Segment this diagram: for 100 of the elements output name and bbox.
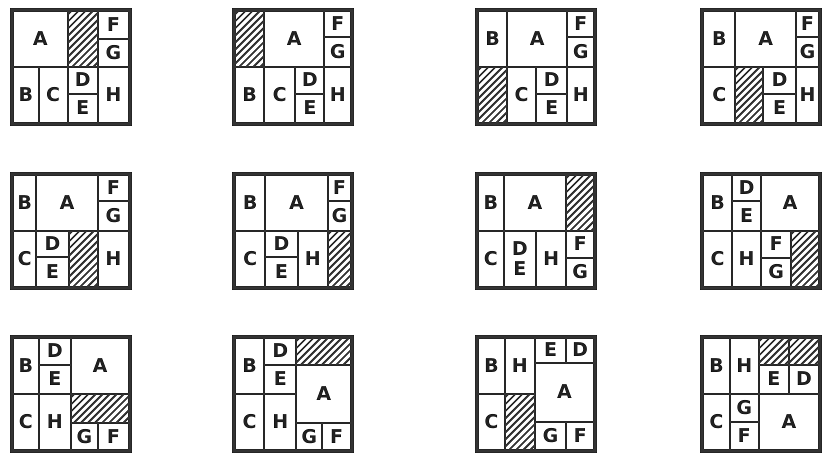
room-letter: D: [738, 178, 754, 198]
plan-frame: [475, 335, 597, 453]
room-letter: H: [736, 356, 752, 376]
room-letter: D: [544, 70, 560, 90]
room-letter: A: [557, 382, 572, 402]
room: [234, 393, 265, 451]
room-letter: G: [106, 206, 122, 226]
room: [565, 337, 595, 364]
room-letter: B: [709, 356, 724, 376]
room-letter: G: [106, 43, 122, 63]
room-letter: D: [302, 70, 318, 90]
room-letter: E: [76, 98, 90, 118]
room-letter: G: [572, 42, 588, 62]
room-letter: F: [574, 234, 587, 254]
room-letter: A: [758, 29, 773, 49]
room-letter: E: [274, 262, 288, 282]
room-letter: B: [18, 356, 33, 376]
room-letter: D: [44, 234, 60, 254]
room-letter: H: [46, 412, 63, 432]
room-letter: B: [18, 85, 33, 105]
room-letter: E: [740, 206, 753, 226]
room-letter: A: [92, 356, 108, 376]
room: [758, 393, 820, 451]
room-letter: B: [712, 29, 726, 49]
room-letter: C: [243, 249, 258, 269]
room-letter: B: [17, 193, 32, 213]
room-letter: E: [46, 262, 59, 282]
room: [565, 421, 595, 451]
room-letter: D: [74, 70, 90, 90]
plan-frame: [232, 8, 354, 126]
plan-frame: [10, 172, 132, 290]
room-letter: H: [272, 412, 288, 432]
room-letter: F: [106, 178, 120, 198]
room: [234, 230, 266, 288]
room-letter: H: [330, 85, 346, 105]
room-letter: B: [242, 85, 257, 105]
room-letter: G: [800, 42, 816, 62]
room-letter: D: [796, 369, 812, 390]
room: [234, 66, 265, 124]
room: [477, 337, 506, 395]
room: [12, 10, 69, 68]
room: [702, 393, 731, 451]
room-letter: B: [710, 193, 725, 213]
room-letter: A: [32, 29, 48, 49]
room-letter: G: [542, 426, 558, 446]
room-letter: G: [736, 398, 752, 418]
room-letter: B: [484, 193, 498, 213]
room-letter: A: [781, 412, 796, 432]
hatched-area: [788, 337, 820, 366]
room: [702, 230, 733, 288]
room-letter: F: [738, 426, 751, 446]
room-letter: B: [242, 356, 257, 376]
room-letter: C: [484, 412, 498, 432]
room: [323, 66, 352, 124]
room: [702, 66, 736, 124]
room: [702, 337, 731, 395]
plan-frame: [232, 335, 354, 453]
room-letter: D: [572, 340, 588, 360]
room-letter: C: [514, 85, 528, 105]
room-letter: B: [485, 29, 500, 49]
plan-frame: [475, 172, 597, 290]
room-letter: A: [286, 29, 302, 49]
room-letter: F: [106, 426, 120, 447]
room-letter: C: [484, 249, 498, 269]
room: [477, 393, 506, 451]
hatched-area: [234, 10, 265, 68]
room-letter: H: [105, 85, 122, 105]
room-letter: C: [46, 85, 60, 105]
hatched-area: [66, 10, 99, 68]
room-letter: E: [544, 340, 557, 360]
room-letter: E: [274, 369, 287, 390]
room-letter: C: [272, 85, 287, 105]
room-letter: A: [782, 193, 798, 213]
room-letter: C: [18, 249, 32, 269]
room-letter: G: [330, 42, 346, 62]
room-letter: H: [738, 249, 754, 269]
hatched-area: [68, 230, 99, 288]
room-letter: E: [303, 98, 316, 118]
room-letter: B: [484, 356, 499, 376]
hatched-area: [70, 393, 130, 424]
room: [321, 422, 352, 451]
room-letter: C: [712, 85, 726, 105]
plan-frame: [10, 8, 132, 126]
room: [702, 174, 733, 232]
room-letter: D: [772, 70, 788, 90]
room: [794, 66, 820, 124]
room-letter: F: [331, 14, 344, 34]
room-letter: G: [76, 426, 92, 447]
room-letter: F: [800, 14, 814, 34]
room-letter: A: [289, 193, 304, 213]
room-letter: D: [46, 341, 63, 362]
room-letter: A: [530, 29, 545, 49]
room-letter: G: [572, 262, 588, 282]
room-letter: E: [545, 98, 558, 118]
room-letter: D: [274, 234, 290, 254]
room-letter: D: [272, 341, 288, 362]
room-letter: E: [513, 259, 526, 279]
room: [702, 10, 736, 68]
room: [96, 174, 130, 202]
room-letter: G: [768, 262, 784, 282]
